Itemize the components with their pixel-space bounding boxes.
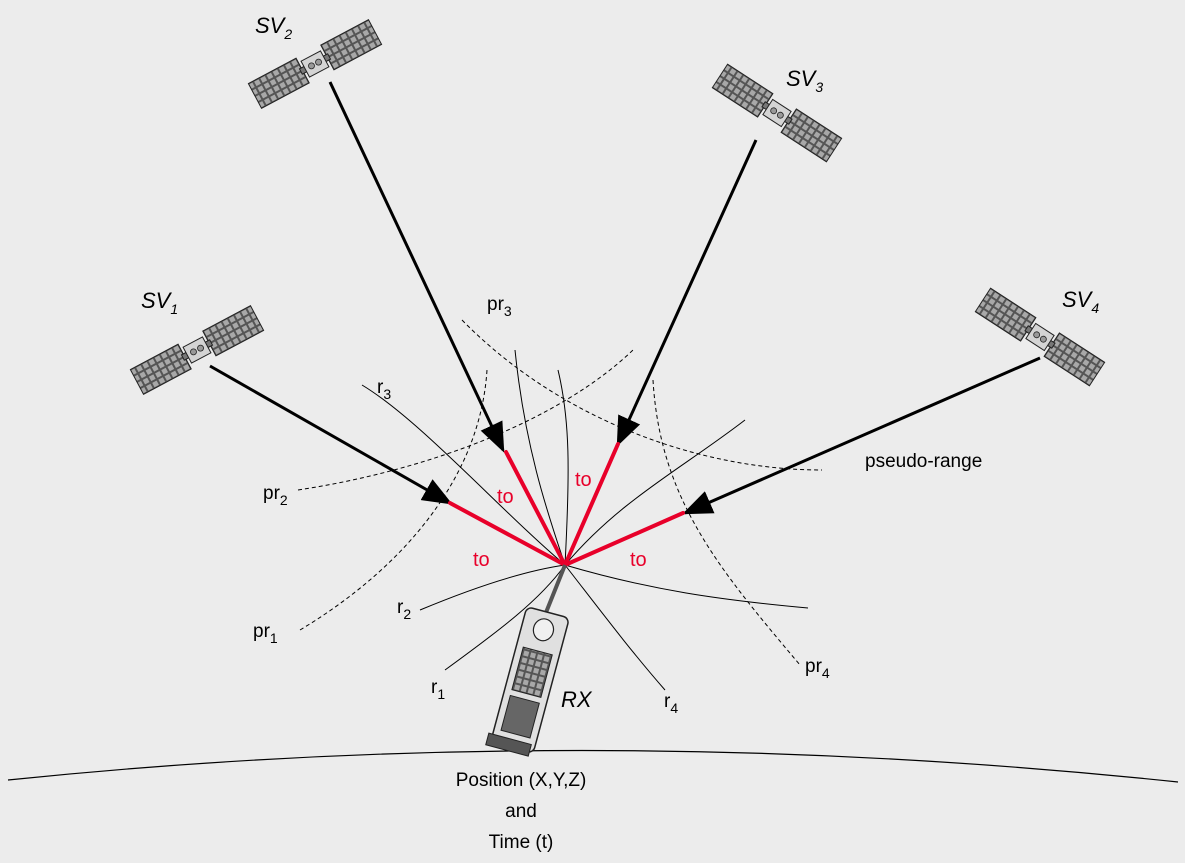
range-arc-d (557, 369, 569, 566)
footer-and: and (505, 801, 537, 822)
range-arc-c (514, 349, 566, 566)
arrow-sv3 (616, 139, 758, 447)
offset-sv3 (563, 442, 620, 567)
range-arc-b (564, 419, 746, 566)
r3-arc (361, 384, 566, 566)
r1-arc (444, 564, 566, 671)
arrow-sv4 (682, 356, 1041, 515)
sv3-label: SV3 (786, 66, 823, 95)
range-arc-a (564, 564, 809, 609)
offset-label-sv2: to (497, 486, 514, 508)
sv2-label: SV2 (255, 13, 292, 42)
sv4-label: SV4 (1062, 287, 1099, 316)
pr3-arc (461, 319, 823, 471)
pr4-arc (652, 379, 801, 666)
signal-arrows (209, 81, 1041, 515)
receiver-device (485, 564, 569, 757)
sv1-label: SV1 (141, 288, 178, 317)
footer-position: Position (X,Y,Z) (456, 770, 587, 791)
offset-label-sv3: to (575, 469, 592, 491)
time-offset-segments (448, 442, 685, 567)
range-arcs (361, 349, 809, 691)
r4-label: r4 (664, 691, 678, 716)
offset-sv4 (563, 511, 685, 567)
arrow-sv2 (328, 81, 505, 453)
pr1-arc (299, 369, 488, 631)
receiver-label: RX (561, 687, 593, 712)
footer-time: Time (t) (489, 832, 554, 853)
offset-label-sv4: to (630, 549, 647, 571)
pseudo-range-arcs (297, 319, 823, 666)
offset-sv2 (504, 450, 567, 567)
r3-label: r3 (377, 377, 391, 402)
pr4-label: pr4 (805, 656, 830, 681)
offset-sv1 (448, 501, 567, 567)
arrow-sv1 (209, 364, 453, 505)
r2-label: r2 (397, 597, 411, 622)
earth-horizon (7, 749, 1179, 783)
pr2-label: pr2 (263, 483, 288, 508)
pr1-label: pr1 (253, 621, 278, 646)
pseudo-range-label: pseudo-range (865, 451, 982, 472)
offset-label-sv1: to (473, 549, 490, 571)
pr3-label: pr3 (487, 294, 512, 319)
r1-label: r1 (431, 677, 445, 702)
r4-arc (564, 564, 666, 691)
r2-arc (419, 564, 566, 611)
satellite-sv1 (129, 305, 265, 395)
